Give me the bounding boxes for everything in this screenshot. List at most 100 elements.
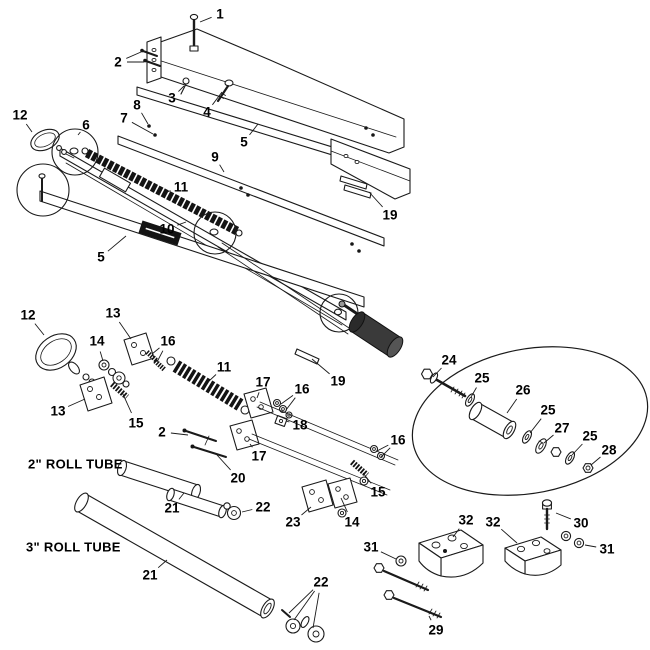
part-14-plate-right — [327, 477, 358, 509]
leader-line-20 — [216, 454, 231, 471]
leader-line-26 — [506, 398, 518, 414]
leader-line-2 — [170, 432, 189, 436]
detail-circle-1 — [51, 128, 99, 176]
leader-line-27 — [543, 434, 554, 444]
leader-line-13 — [67, 398, 86, 407]
part-17-bracket-lower — [229, 419, 260, 451]
part-callout-20: 20 — [230, 471, 245, 486]
frame-arm-assembly — [16, 128, 385, 335]
part-callout-12: 12 — [20, 308, 35, 323]
part-31-washers-right — [560, 530, 585, 549]
part-22-wheel — [223, 502, 242, 521]
part-32-block-left — [418, 529, 484, 578]
part-callout-1: 1 — [216, 7, 224, 22]
part-callout-4: 4 — [203, 105, 211, 120]
leader-line-31 — [584, 544, 597, 548]
leader-line-32 — [452, 528, 460, 538]
leader-line-22 — [288, 589, 314, 614]
part-callout-8: 8 — [133, 98, 141, 113]
part-4-bolt — [216, 79, 234, 103]
part-callout-28: 28 — [601, 443, 617, 458]
leader-line-6 — [77, 131, 81, 136]
leader-line-23 — [301, 506, 312, 516]
part-callout-16: 16 — [390, 433, 406, 448]
part-callout-10: 10 — [159, 222, 174, 237]
leader-line-25 — [470, 387, 477, 398]
screw-8 — [147, 124, 151, 128]
right-end-bracket — [330, 138, 411, 200]
leader-line-21 — [178, 492, 185, 500]
part-2-pin — [182, 428, 217, 446]
leader-line-16 — [156, 350, 164, 363]
screw-7 — [153, 133, 157, 137]
leader-line-17 — [256, 392, 260, 399]
leader-line-22 — [293, 590, 315, 621]
part-callout-22: 22 — [255, 500, 270, 515]
part-callout-19: 19 — [382, 208, 397, 223]
detail-bubble — [411, 346, 649, 496]
detail-ellipse — [411, 346, 649, 496]
part-20-pin — [190, 444, 227, 458]
part-callout-12: 12 — [12, 108, 27, 123]
part-callout-21: 21 — [164, 501, 180, 516]
leader-line-31 — [380, 551, 397, 560]
mount-block-assembly — [373, 499, 585, 619]
roll-tube-2in-assembly — [116, 459, 242, 521]
leader-line-16 — [280, 395, 294, 405]
part-tarp-stop-plate — [151, 28, 405, 154]
part-9-rail — [117, 135, 385, 247]
leader-line-11 — [207, 374, 217, 383]
part-callout-29: 29 — [428, 623, 443, 638]
part-callout-23: 23 — [285, 515, 301, 530]
part-26-spacer — [468, 401, 517, 440]
part-25-washer-a — [464, 393, 476, 407]
leader-line-19 — [368, 191, 383, 208]
leader-line-10 — [177, 221, 187, 226]
part-callout-24: 24 — [441, 353, 457, 368]
part-15-spring-right — [350, 459, 369, 478]
part-25-washer-b — [521, 430, 533, 444]
leader-line-11 — [166, 190, 171, 193]
part-14-hub-stack — [98, 359, 130, 388]
spring-kit-cluster — [35, 332, 399, 518]
part-13-plate-lower — [79, 376, 113, 412]
leader-line-15 — [121, 391, 132, 414]
leader-line-14 — [99, 351, 104, 362]
leader-line-16 — [380, 447, 391, 458]
leader-line-16 — [151, 347, 160, 355]
detail-circle-3 — [193, 211, 237, 255]
leader-line-22 — [312, 592, 320, 629]
part-callout-16: 16 — [160, 334, 176, 349]
part-callout-3: 3 — [168, 91, 176, 106]
leader-line-17 — [249, 443, 253, 448]
detail-circle-2 — [16, 163, 70, 217]
part-callout-13: 13 — [105, 306, 121, 321]
part-23-plate — [301, 479, 334, 513]
part-callout-13: 13 — [50, 404, 66, 419]
part-callout-14: 14 — [344, 515, 360, 530]
part-callout-25: 25 — [540, 403, 556, 418]
part-callout-18: 18 — [292, 418, 308, 433]
part-callout-17: 17 — [255, 375, 270, 390]
leader-line-16 — [285, 397, 296, 411]
leader-line-1 — [199, 16, 212, 23]
part-callout-19: 19 — [330, 374, 345, 389]
part-19-pins-top — [339, 175, 372, 199]
idler-roller-assembly — [294, 300, 404, 365]
part-callout-5: 5 — [240, 135, 248, 150]
part-callout-17: 17 — [251, 449, 266, 464]
part-callout-16: 16 — [294, 382, 310, 397]
top-bracket-assembly — [136, 13, 411, 200]
part-2-pins — [140, 48, 161, 67]
part-24-bolt — [420, 368, 467, 399]
part-callout-15: 15 — [370, 485, 386, 500]
part-callout-25: 25 — [582, 429, 598, 444]
leader-line-24 — [432, 367, 442, 378]
part-callout-15: 15 — [128, 416, 144, 431]
leader-line-12 — [25, 123, 33, 133]
leader-line-5 — [107, 235, 127, 252]
leader-line-25 — [571, 443, 583, 456]
